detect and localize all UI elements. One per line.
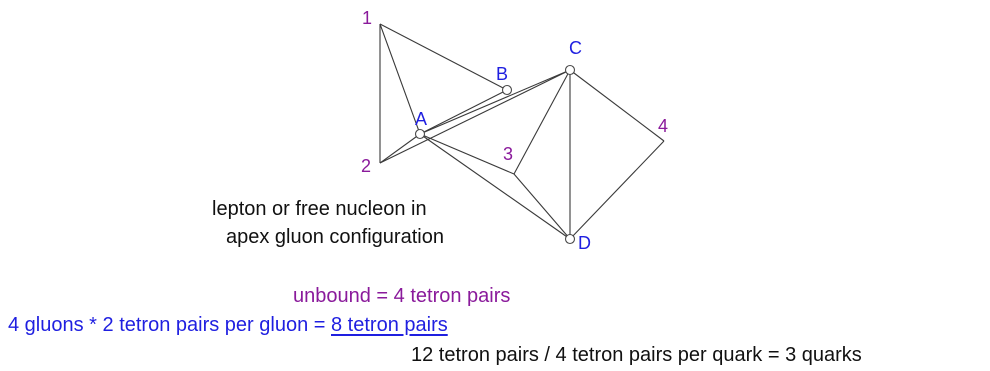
label-A: A — [415, 109, 427, 129]
quarks-equation: 12 tetron pairs / 4 tetron pairs per qua… — [411, 344, 862, 366]
caption-line-1: lepton or free nucleon in — [212, 198, 427, 220]
edge-A-D — [419, 133, 571, 240]
edge-C-4 — [569, 69, 665, 142]
label-2: 2 — [361, 156, 371, 176]
label-B: B — [496, 64, 508, 84]
edge-3-D — [513, 173, 571, 240]
label-1: 1 — [362, 8, 372, 28]
node-C — [564, 64, 576, 76]
edge-1-B — [379, 23, 508, 91]
edge-A-3 — [419, 133, 515, 175]
node-A — [414, 128, 426, 140]
node-B — [501, 84, 513, 96]
edge-4-D — [569, 140, 665, 240]
edge-2-A — [379, 133, 421, 164]
edge-2-C — [379, 69, 571, 164]
label-4: 4 — [658, 116, 668, 136]
gluons-equation: 4 gluons * 2 tetron pairs per gluon = 8 … — [8, 313, 448, 337]
edge-A-C — [419, 69, 571, 135]
gluons-equation-result: 8 tetron pairs — [331, 314, 448, 336]
label-3: 3 — [503, 144, 513, 164]
caption-line-2: apex gluon configuration — [226, 226, 444, 248]
edge-3-C — [513, 69, 571, 175]
gluons-equation-prefix: 4 gluons * 2 tetron pairs per gluon = — [8, 314, 331, 336]
label-C: C — [569, 38, 582, 58]
label-D: D — [578, 233, 591, 253]
edge-1-A — [379, 23, 421, 135]
node-D — [564, 233, 576, 245]
diagram-edges — [379, 23, 665, 240]
edge-A-B — [419, 89, 508, 135]
unbound-equation: unbound = 4 tetron pairs — [293, 285, 511, 307]
